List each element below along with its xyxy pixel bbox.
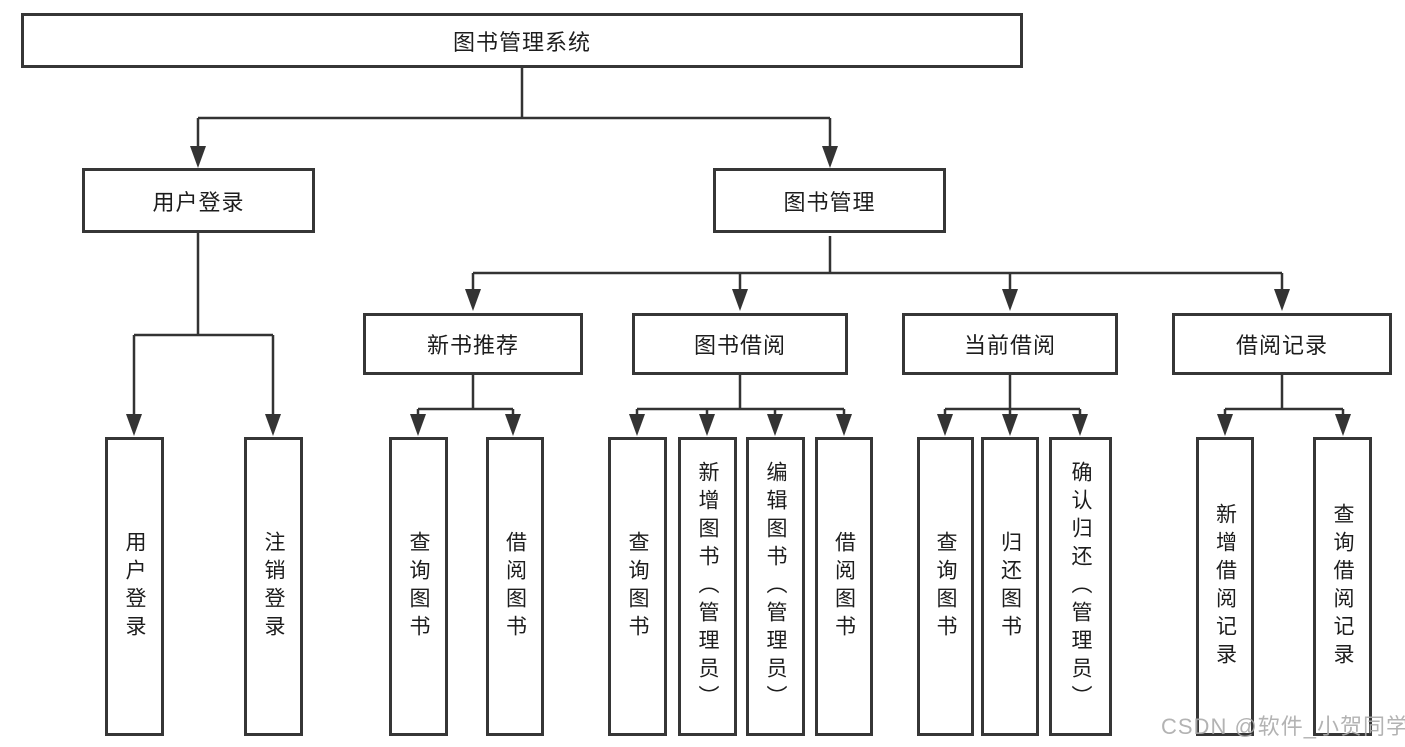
node-new-book-recommend: 新书推荐	[363, 313, 583, 375]
leaf-rec-borrow-books-label: 借阅图书	[503, 530, 527, 643]
leaf-br-query-record: 查询借阅记录	[1313, 437, 1372, 736]
leaf-br-add-record: 新增借阅记录	[1196, 437, 1254, 736]
node-root-label: 图书管理系统	[452, 29, 591, 55]
node-book-borrow-label: 图书借阅	[693, 333, 786, 358]
node-current-borrow-label: 当前借阅	[963, 333, 1056, 358]
leaf-logout-label: 注销登录	[262, 530, 285, 643]
node-user-login: 用户登录	[82, 168, 315, 233]
leaf-bb-query-books: 查询图书	[608, 437, 667, 736]
node-new-book-recommend-label: 新书推荐	[426, 333, 519, 358]
leaf-cb-confirm-return-label: 确认归还（管理员）	[1069, 460, 1092, 713]
leaf-cb-confirm-return: 确认归还（管理员）	[1049, 437, 1112, 736]
leaf-user-login-label: 用户登录	[123, 530, 146, 643]
leaf-cb-return-books: 归还图书	[981, 437, 1039, 736]
leaf-br-add-record-label: 新增借阅记录	[1213, 502, 1237, 671]
node-book-management-label: 图书管理	[783, 189, 876, 215]
leaf-bb-add-books-label: 新增图书（管理员）	[696, 460, 719, 713]
leaf-cb-query-books: 查询图书	[917, 437, 974, 736]
leaf-rec-borrow-books: 借阅图书	[486, 437, 544, 736]
leaf-cb-return-books-label: 归还图书	[998, 530, 1022, 643]
node-user-login-label: 用户登录	[152, 189, 245, 215]
leaf-bb-add-books: 新增图书（管理员）	[678, 437, 737, 736]
leaf-bb-borrow-books: 借阅图书	[815, 437, 873, 736]
node-book-management: 图书管理	[713, 168, 946, 233]
leaf-cb-query-books-label: 查询图书	[934, 530, 957, 643]
leaf-bb-borrow-books-label: 借阅图书	[832, 530, 856, 643]
csdn-watermark: CSDN @软件_小贺同学	[1161, 714, 1405, 739]
node-current-borrow: 当前借阅	[902, 313, 1118, 375]
node-book-borrow: 图书借阅	[632, 313, 848, 375]
leaf-rec-query-books-label: 查询图书	[407, 530, 430, 643]
arrowhead-icons	[126, 146, 1351, 436]
node-borrow-records: 借阅记录	[1172, 313, 1392, 375]
leaf-bb-edit-books: 编辑图书（管理员）	[746, 437, 805, 736]
node-root-system: 图书管理系统	[21, 13, 1023, 68]
leaf-rec-query-books: 查询图书	[389, 437, 448, 736]
leaf-user-login: 用户登录	[105, 437, 164, 736]
leaf-logout: 注销登录	[244, 437, 303, 736]
leaf-br-query-record-label: 查询借阅记录	[1331, 502, 1354, 671]
leaf-bb-query-books-label: 查询图书	[626, 530, 649, 643]
node-borrow-records-label: 借阅记录	[1235, 333, 1328, 358]
leaf-bb-edit-books-label: 编辑图书（管理员）	[764, 460, 787, 713]
